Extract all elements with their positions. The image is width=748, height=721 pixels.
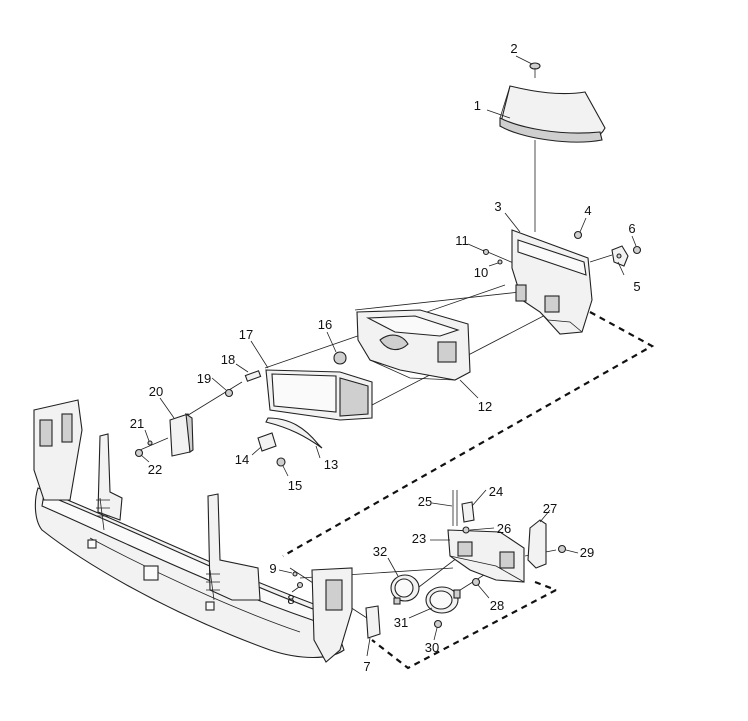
- trim-strip-13: [265, 417, 323, 449]
- callout-4: 4: [584, 203, 591, 218]
- callout-18: 18: [221, 352, 235, 367]
- screw-11: [482, 248, 490, 256]
- nut-26: [462, 526, 470, 534]
- callout-6: 6: [628, 221, 635, 236]
- screw-22: [134, 448, 144, 458]
- side-marker-lamp: [169, 412, 194, 457]
- dashed-reference-lines: [282, 311, 655, 670]
- callout-32: 32: [373, 544, 387, 559]
- callout-5: 5: [633, 279, 640, 294]
- washer-8: [296, 581, 304, 589]
- bolt-29: [557, 544, 567, 554]
- screw-30: [433, 619, 443, 629]
- fog-lamp-32: [390, 574, 420, 605]
- washer-10: [497, 259, 503, 265]
- washer-21: [147, 440, 153, 446]
- callout-1: 1: [474, 98, 481, 113]
- callout-14: 14: [235, 452, 249, 467]
- pin-18: [244, 370, 262, 382]
- callout-13: 13: [324, 457, 338, 472]
- callout-29: 29: [580, 545, 594, 560]
- callout-2: 2: [510, 41, 517, 56]
- callout-28: 28: [490, 598, 504, 613]
- nut-16: [333, 351, 347, 365]
- clip-24: [461, 501, 475, 523]
- upper-cover-part: [499, 85, 606, 143]
- stud-25: [452, 490, 458, 526]
- callout-8: 8: [287, 592, 294, 607]
- fog-lamp-bracket: [447, 529, 525, 583]
- callout-22: 22: [148, 462, 162, 477]
- callout-10: 10: [474, 265, 488, 280]
- screw-15: [276, 457, 286, 467]
- screw-2: [529, 62, 541, 78]
- callout-19: 19: [197, 371, 211, 386]
- fog-lamp-31: [425, 586, 461, 614]
- headlamp-housing: [356, 309, 471, 381]
- callout-30: 30: [425, 640, 439, 655]
- screw-19: [224, 388, 234, 398]
- callout-27: 27: [543, 501, 557, 516]
- clip-5: [611, 245, 629, 267]
- callout-23: 23: [412, 531, 426, 546]
- callout-24: 24: [489, 484, 503, 499]
- callout-12: 12: [478, 399, 492, 414]
- callout-17: 17: [239, 327, 253, 342]
- clip-14: [257, 432, 277, 452]
- callout-leaders: [140, 55, 637, 657]
- callout-16: 16: [318, 317, 332, 332]
- headlamp-lens-assembly: [265, 369, 373, 421]
- bolt-4: [573, 230, 583, 240]
- callout-labels: 1 2 3 4 5 6 7 8 9 10 11 12 13 14 15 16 1…: [130, 41, 641, 674]
- callout-9: 9: [269, 561, 276, 576]
- callout-15: 15: [288, 478, 302, 493]
- screw-9: [292, 571, 298, 577]
- callout-31: 31: [394, 615, 408, 630]
- callout-20: 20: [149, 384, 163, 399]
- screw-28: [471, 577, 481, 587]
- side-bracket-27: [527, 519, 547, 569]
- bolt-6: [632, 245, 642, 255]
- callout-26: 26: [497, 521, 511, 536]
- bracket-7: [365, 605, 381, 639]
- front-bumper: [33, 399, 353, 663]
- callout-11: 11: [455, 233, 469, 248]
- callout-7: 7: [363, 659, 370, 674]
- callout-21: 21: [130, 416, 144, 431]
- callout-3: 3: [494, 199, 501, 214]
- callout-25: 25: [418, 494, 432, 509]
- mounting-bracket-panel: [511, 229, 593, 335]
